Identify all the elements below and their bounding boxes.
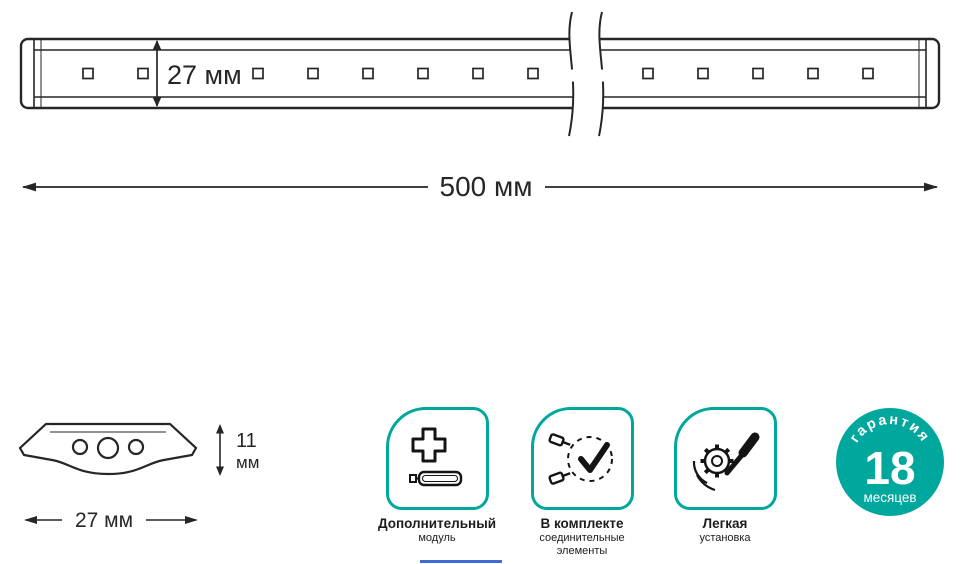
profile-outline [18,422,198,476]
dim-profile-width-27mm: 27 мм [24,509,198,532]
connectors-check-icon [548,432,613,485]
profile-width-label: 27 мм [75,509,133,532]
dim-height-27mm: 27 мм [152,40,242,107]
profile-height-value: 11 [236,430,257,452]
warranty-number: 18 [864,442,915,494]
badge-title: Дополнительный [377,516,497,531]
gear-screwdriver-icon [692,432,760,491]
badge-additional-module: Дополнительный модуль [352,407,522,545]
dim-length-500mm: 500 мм [22,171,938,202]
badge-title: В комплекте [540,516,624,531]
bar-length-label: 500 мм [440,171,533,202]
plus-module-icon [409,427,463,486]
badge-easy-install: Легкая установка [640,407,810,545]
warranty-circle-badge: гарантия 18 месяцев [836,408,944,516]
partial-bottom-element [420,560,502,563]
badge-title: Легкая [702,516,748,531]
break-symbol-icon [568,11,605,137]
badge-subtitle: соединительные элементы [539,532,625,557]
bar-height-label: 27 мм [167,60,242,90]
cross-section-view: 11 мм 27 мм [18,422,259,532]
warranty-caption: месяцев [863,490,916,505]
label-backing [163,52,243,94]
led-squares [82,67,874,80]
badge-subtitle: модуль [418,532,456,544]
badge-subtitle: установка [699,532,751,544]
profile-height-unit: мм [236,453,259,472]
badge-included-connectors: В комплекте соединительные элементы [497,407,667,558]
dim-profile-height-11mm: 11 мм [216,424,259,476]
led-bar-front-view: 27 мм 500 мм [19,11,941,202]
